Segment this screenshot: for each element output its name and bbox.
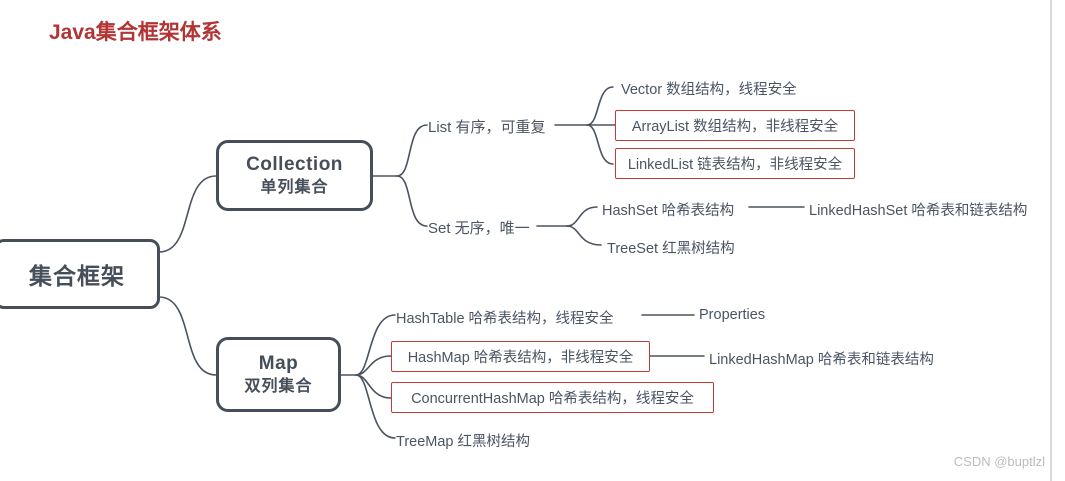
edge-list-linkedlist: [586, 124, 614, 165]
leaf-treeset: TreeSet 红黑树结构: [607, 241, 735, 257]
edge-root-collection: [158, 175, 217, 253]
edge-map-treemap: [355, 374, 396, 439]
node-collection: Collection 单列集合: [216, 140, 373, 211]
node-map-title: Map: [258, 352, 299, 374]
page-title: Java集合框架体系: [49, 21, 222, 44]
leaf-vector: Vector 数组结构，线程安全: [621, 82, 797, 98]
node-collection-subtitle: 单列集合: [260, 178, 329, 196]
leaf-treemap: TreeMap 红黑树结构: [396, 434, 531, 450]
leaf-hashtable: HashTable 哈希表结构，线程安全: [396, 311, 614, 327]
edge-set-hashset: [566, 206, 598, 227]
edge-root-map: [158, 296, 217, 376]
leaf-arraylist: ArrayList 数组结构，非线程安全: [615, 110, 855, 141]
leaf-linkedhashmap: LinkedHashMap 哈希表和链表结构: [709, 352, 934, 368]
leaf-concurrenthashmap: ConcurrentHashMap 哈希表结构，线程安全: [391, 382, 714, 413]
edge-list-vector: [586, 86, 614, 126]
node-root-label: 集合框架: [29, 263, 125, 289]
leaf-hashset: HashSet 哈希表结构: [602, 203, 735, 219]
edge-map-hashmap: [355, 355, 392, 376]
leaf-linkedhashset: LinkedHashSet 哈希表和链表结构: [809, 203, 1028, 219]
label-list-branch: List 有序，可重复: [428, 119, 546, 136]
edge-set-treeset: [566, 225, 602, 246]
node-map-subtitle: 双列集合: [244, 377, 313, 395]
node-root: 集合框架: [0, 239, 160, 309]
edge-collection-list: [396, 124, 428, 177]
edge-map-hashtable: [355, 314, 396, 376]
watermark: CSDN @buptlzl: [953, 454, 1045, 469]
leaf-hashmap: HashMap 哈希表结构，非线程安全: [391, 341, 650, 372]
label-set-branch: Set 无序，唯一: [428, 220, 530, 237]
leaf-properties: Properties: [699, 307, 766, 323]
edge-collection-set: [396, 175, 428, 227]
node-map: Map 双列集合: [216, 337, 341, 412]
leaf-linkedlist: LinkedList 链表结构，非线程安全: [615, 148, 855, 179]
node-collection-title: Collection: [246, 153, 343, 175]
